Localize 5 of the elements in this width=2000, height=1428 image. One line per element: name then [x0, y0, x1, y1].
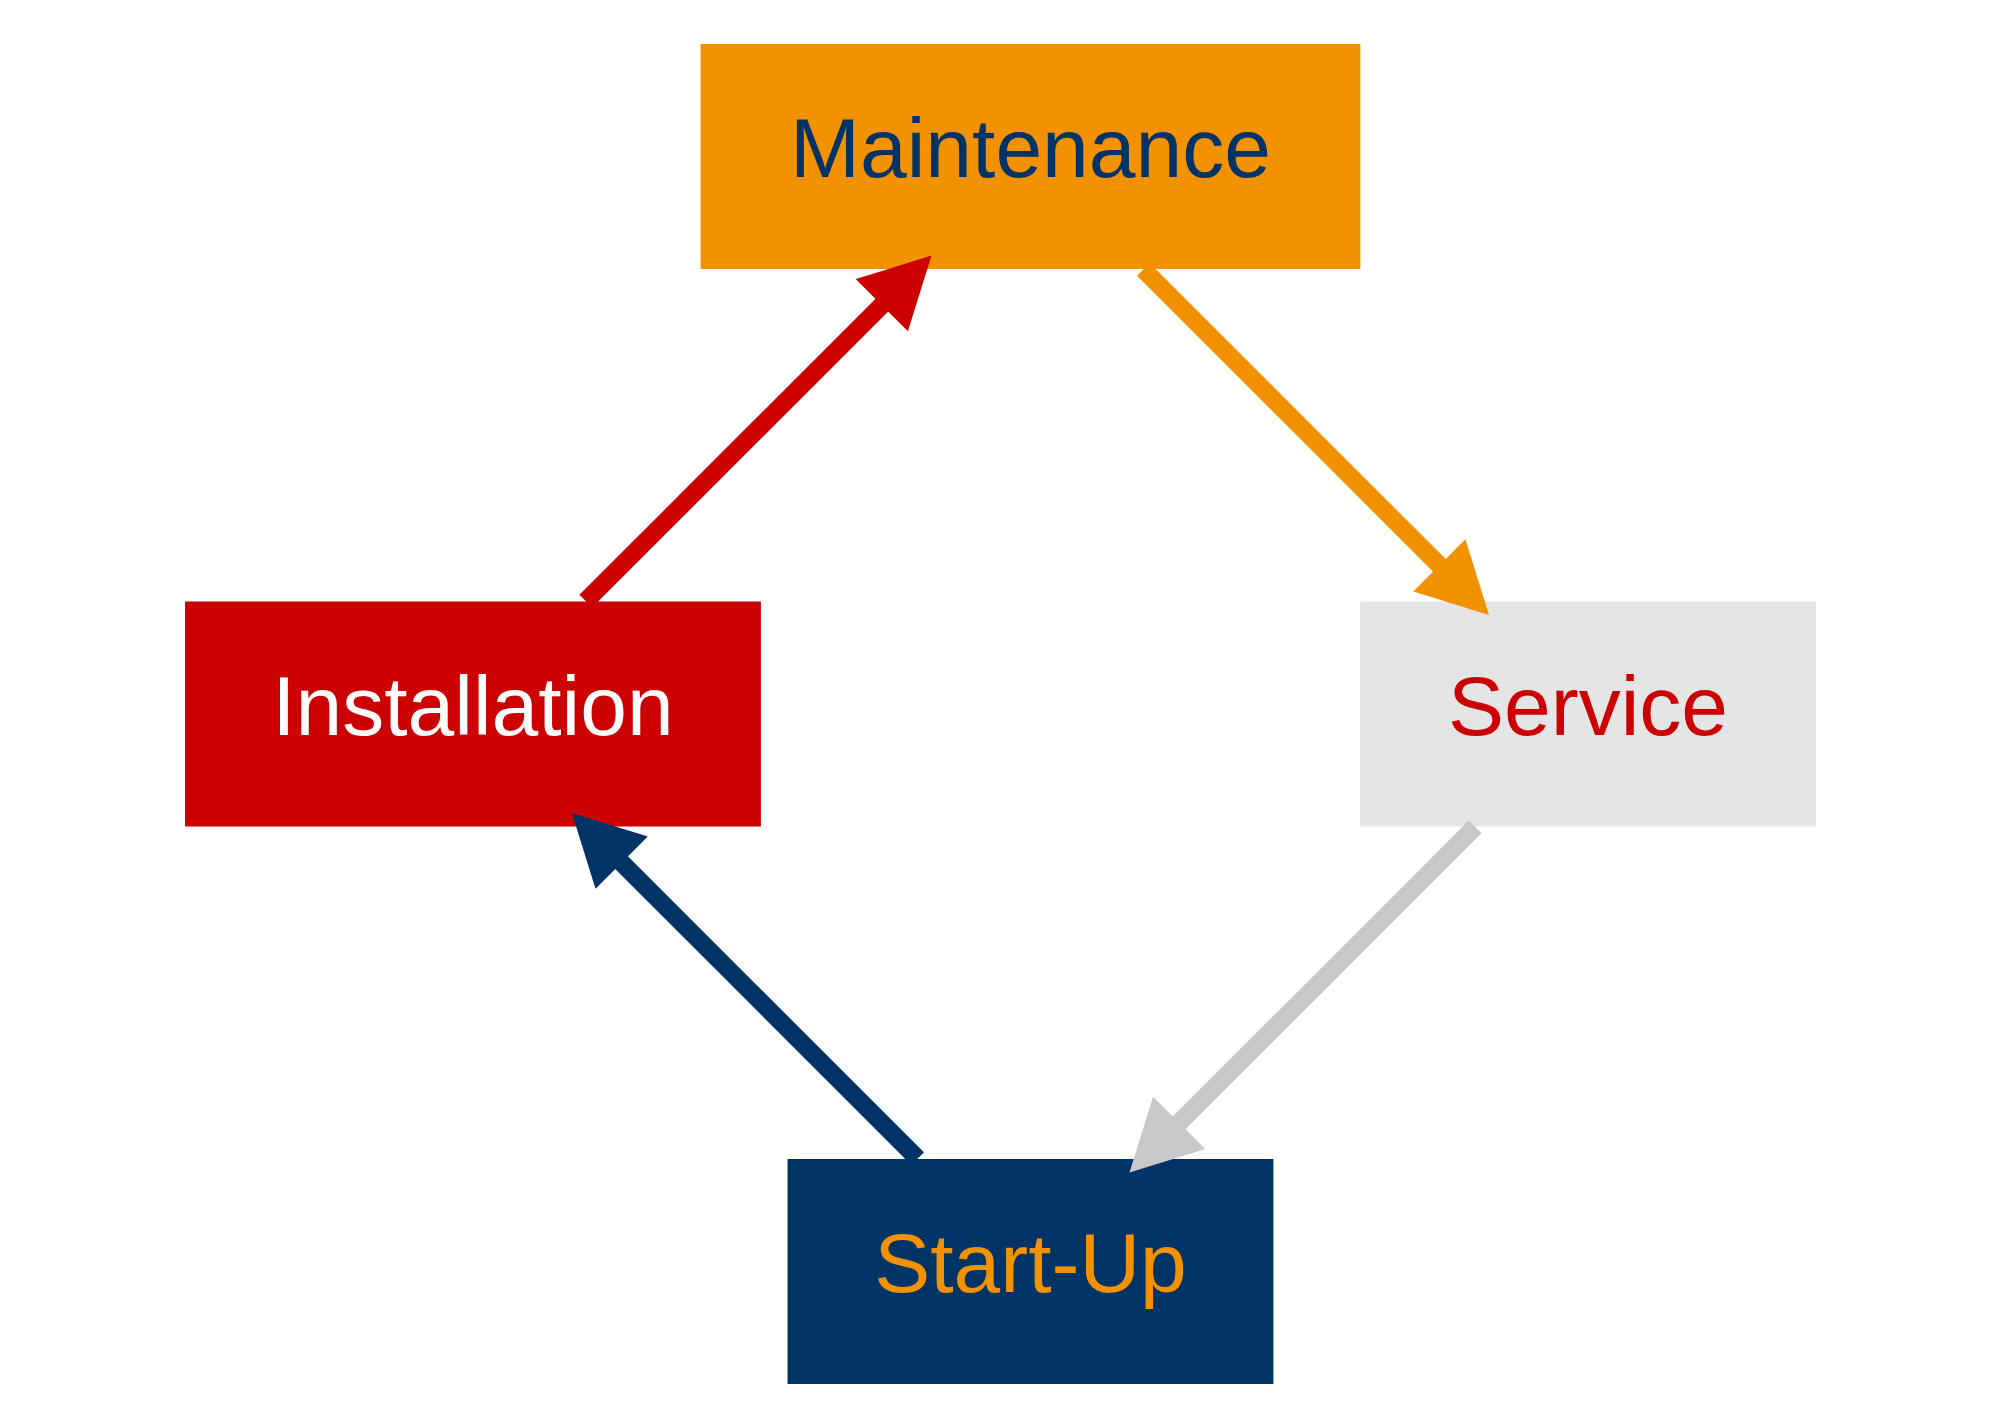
node-box: Installation — [184, 601, 761, 827]
node-box: Start-Up — [787, 1159, 1273, 1384]
arrow — [1128, 820, 1482, 1173]
node-box: Service — [1359, 601, 1816, 827]
node-box: Maintenance — [700, 44, 1360, 269]
